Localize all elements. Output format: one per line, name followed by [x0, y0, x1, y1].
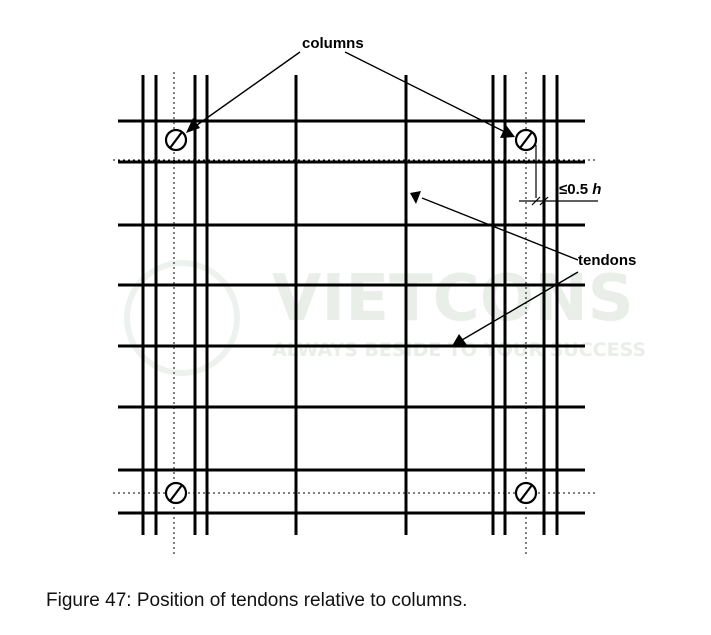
- column-top-left: [164, 128, 188, 152]
- arrowhead-icon: [410, 191, 421, 204]
- horizontal-tendons: [118, 119, 585, 515]
- columns: [164, 128, 538, 505]
- column-bottom-right: [514, 481, 538, 505]
- tendons-label: tendons: [578, 252, 636, 269]
- arrowhead-icon: [452, 334, 467, 346]
- leader-lines: [196, 51, 579, 341]
- spacing-label: ≤0.5 h: [559, 181, 601, 198]
- vertical-tendons: [141, 75, 559, 535]
- arrowhead-icon: [500, 125, 515, 138]
- column-hatch: [519, 484, 533, 502]
- leader-columns-left: [196, 51, 301, 126]
- dimension-tick: [531, 196, 541, 206]
- spacing-dimension: [519, 145, 598, 206]
- leader-arrowheads: [186, 118, 515, 346]
- dimension-tick: [539, 196, 549, 206]
- column-hatch: [519, 131, 533, 149]
- leader-tendons-lower: [461, 271, 579, 341]
- watermark-logo-icon: [124, 260, 240, 376]
- figure-caption: Figure 47: Position of tendons relative …: [46, 590, 468, 611]
- column-hatch: [169, 484, 183, 502]
- columns-label: columns: [302, 35, 364, 52]
- arrowhead-icon: [186, 118, 200, 133]
- watermark-brand: VIETCONS: [272, 262, 634, 336]
- leader-tendons-upper: [421, 197, 579, 261]
- column-bottom-left: [164, 481, 188, 505]
- watermark: VIETCONS ALWAYS BESIDE TO YOUR SUCCESS: [124, 260, 646, 376]
- leader-columns-right: [344, 51, 506, 133]
- column-hatch: [169, 131, 183, 149]
- column-top-right: [514, 128, 538, 152]
